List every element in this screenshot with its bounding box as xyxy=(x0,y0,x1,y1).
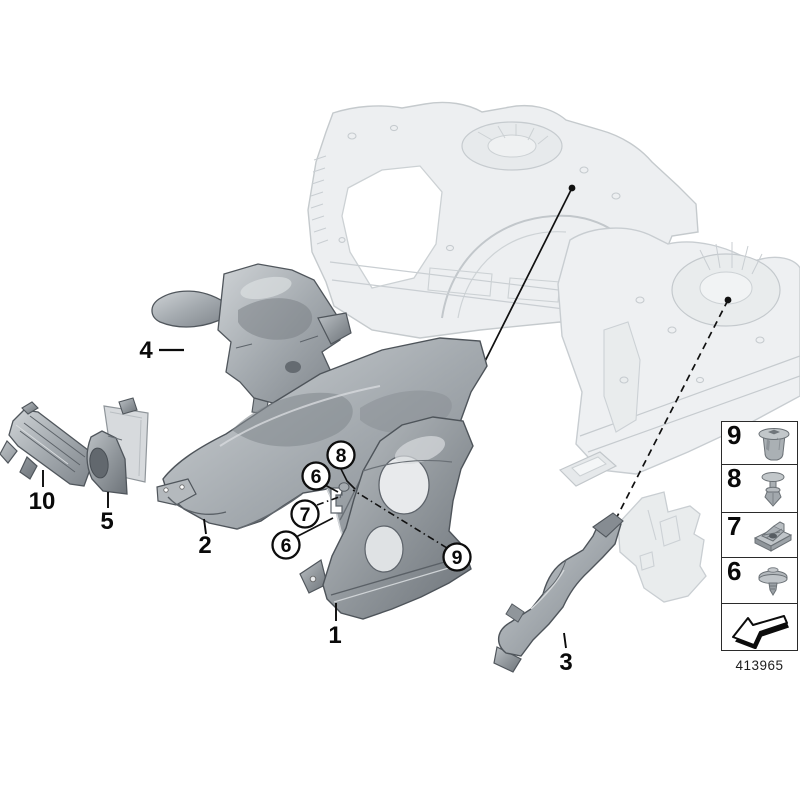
callout-6-lower-label: 6 xyxy=(281,535,292,557)
part-1-label[interactable]: 1 xyxy=(328,622,341,649)
legend-item-9: 9 xyxy=(721,421,798,466)
callout-7[interactable]: 7 xyxy=(290,499,320,529)
callout-6-lower[interactable]: 6 xyxy=(271,530,301,560)
legend-8-label: 8 xyxy=(727,463,742,494)
legend-item-7: 7 xyxy=(721,510,798,559)
expansion-rivet-icon xyxy=(761,471,785,507)
part-5-air-duct xyxy=(86,397,149,495)
part-number-labels: 4 10 5 2 1 3 xyxy=(29,337,573,676)
callout-9[interactable]: 9 xyxy=(442,542,472,572)
callout-9-label: 9 xyxy=(452,547,463,569)
part-4-label[interactable]: 4 xyxy=(139,337,153,364)
part-3-label[interactable]: 3 xyxy=(559,649,572,676)
legend-9-label: 9 xyxy=(727,420,742,450)
callout-6-upper-label: 6 xyxy=(311,466,322,488)
legend-item-direction xyxy=(721,602,798,651)
fastener-callouts: 8 6 7 6 9 xyxy=(271,440,472,572)
part-2-label[interactable]: 2 xyxy=(198,532,211,559)
legend-item-6: 6 xyxy=(721,556,798,605)
callout-8[interactable]: 8 xyxy=(326,440,356,470)
callout-6-upper[interactable]: 6 xyxy=(301,461,331,491)
fastener-legend: 9 8 7 6 xyxy=(721,421,798,651)
ghost-body-strut-tower xyxy=(557,227,800,487)
part-5-label[interactable]: 5 xyxy=(100,508,113,535)
part-2-leader xyxy=(203,518,207,535)
part-3-leader xyxy=(563,632,567,649)
fastener-location-clip xyxy=(330,482,350,514)
part-10-air-channel xyxy=(0,401,93,487)
washer-rivet-icon xyxy=(758,567,788,596)
direction-arrow-icon xyxy=(731,614,789,649)
ghost-panel-right-of-part-3 xyxy=(617,491,707,603)
callout-7-label: 7 xyxy=(300,504,311,526)
part-4-insulation xyxy=(151,263,352,415)
legend-6-label: 6 xyxy=(727,556,742,587)
callout-8-label: 8 xyxy=(336,445,347,467)
diagram-number: 413965 xyxy=(735,658,784,673)
legend-item-8: 8 xyxy=(721,463,798,514)
expanding-nut-icon xyxy=(758,427,790,460)
part-3-bracket xyxy=(493,512,624,673)
cage-nut-icon xyxy=(753,521,793,553)
legend-7-label: 7 xyxy=(727,510,742,541)
part-10-label[interactable]: 10 xyxy=(29,488,56,515)
callout-leader-lines xyxy=(295,468,448,549)
